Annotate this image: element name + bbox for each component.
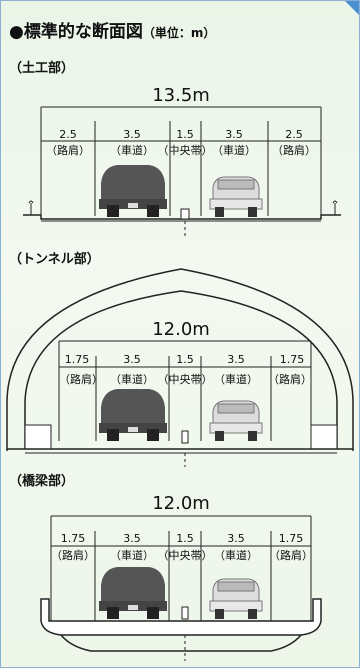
label-median: （中央帯） [158,549,213,562]
car-icon [209,400,263,441]
label-lane-left: （車道） [110,372,154,386]
title-text: ●標準的な断面図 [9,22,143,42]
tunnel-wall-left [24,424,52,450]
label-lane-right: （車道） [212,143,256,157]
dim-lane-left: 3.5 [123,532,141,545]
dimension-guides [50,516,312,623]
dim-lane-right: 3.5 [227,532,245,545]
guardrail-right [332,200,338,215]
truck-icon [99,567,167,619]
dim-shoulder-left: 1.75 [65,353,90,366]
dim-shoulder-right: 2.5 [285,128,303,141]
dim-shoulder-right: 1.75 [280,353,305,366]
label-shoulder-right: （路肩） [272,143,316,157]
label-lane-right: （車道） [214,548,258,562]
dimension-guides [40,107,322,216]
section-tunnel: 12.0m 1.75 3.5 1.5 3.5 1.75 （路肩） （車道） （中… [6,268,354,467]
section-earthwork: 13.5m 2.5 3.5 1.5 3.5 2.5 （路肩） （車道） （中央帯… [23,85,341,239]
car-icon [209,578,263,619]
label-shoulder-right: （路肩） [269,548,313,562]
total-width-label: 12.0m [152,319,210,340]
truck-icon [99,389,167,441]
dim-shoulder-left: 2.5 [59,128,77,141]
label-lane-left: （車道） [110,548,154,562]
diagram-title: ●標準的な断面図（単位：m） [9,17,215,42]
section-label-earthwork: （土工部） [9,61,75,76]
tunnel-wall-right [310,424,338,450]
tunnel-inner-lining [24,290,338,449]
section-bridge: 12.0m 1.75 3.5 1.5 3.5 1.75 （路肩） （車道） （中… [40,493,322,661]
bridge-girder [60,634,302,652]
label-lane-left: （車道） [110,143,154,157]
car-icon [209,176,263,217]
label-median: （中央帯） [158,144,213,157]
truck-icon [99,165,167,217]
dim-median: 1.5 [176,128,194,141]
dim-lane-right: 3.5 [227,353,245,366]
dim-lane-right: 3.5 [225,128,243,141]
dim-lane-left: 3.5 [123,128,141,141]
label-shoulder-left: （路肩） [51,548,95,562]
dim-lane-left: 3.5 [123,353,141,366]
dim-shoulder-left: 1.75 [61,532,86,545]
dim-shoulder-right: 1.75 [279,532,304,545]
median-barrier [180,208,190,220]
bridge-deck [40,598,322,636]
label-shoulder-left: （路肩） [59,372,103,386]
total-width-label: 12.0m [152,493,210,514]
tunnel-outer-lining [6,268,354,451]
dim-median: 1.5 [176,532,194,545]
dimension-guides [58,341,312,441]
dim-median: 1.5 [176,353,194,366]
label-lane-right: （車道） [214,372,258,386]
total-width-label: 13.5m [152,85,210,106]
section-label-tunnel: （トンネル部） [9,252,100,267]
title-unit: （単位：m） [142,26,216,40]
label-shoulder-right: （路肩） [268,372,312,386]
median-marker [181,430,189,444]
section-label-bridge: （橋梁部） [9,474,75,489]
guardrail-left [28,200,34,215]
corner-decoration [345,1,359,15]
label-shoulder-left: （路肩） [46,143,90,157]
label-median: （中央帯） [158,373,213,386]
median-marker [181,606,189,620]
